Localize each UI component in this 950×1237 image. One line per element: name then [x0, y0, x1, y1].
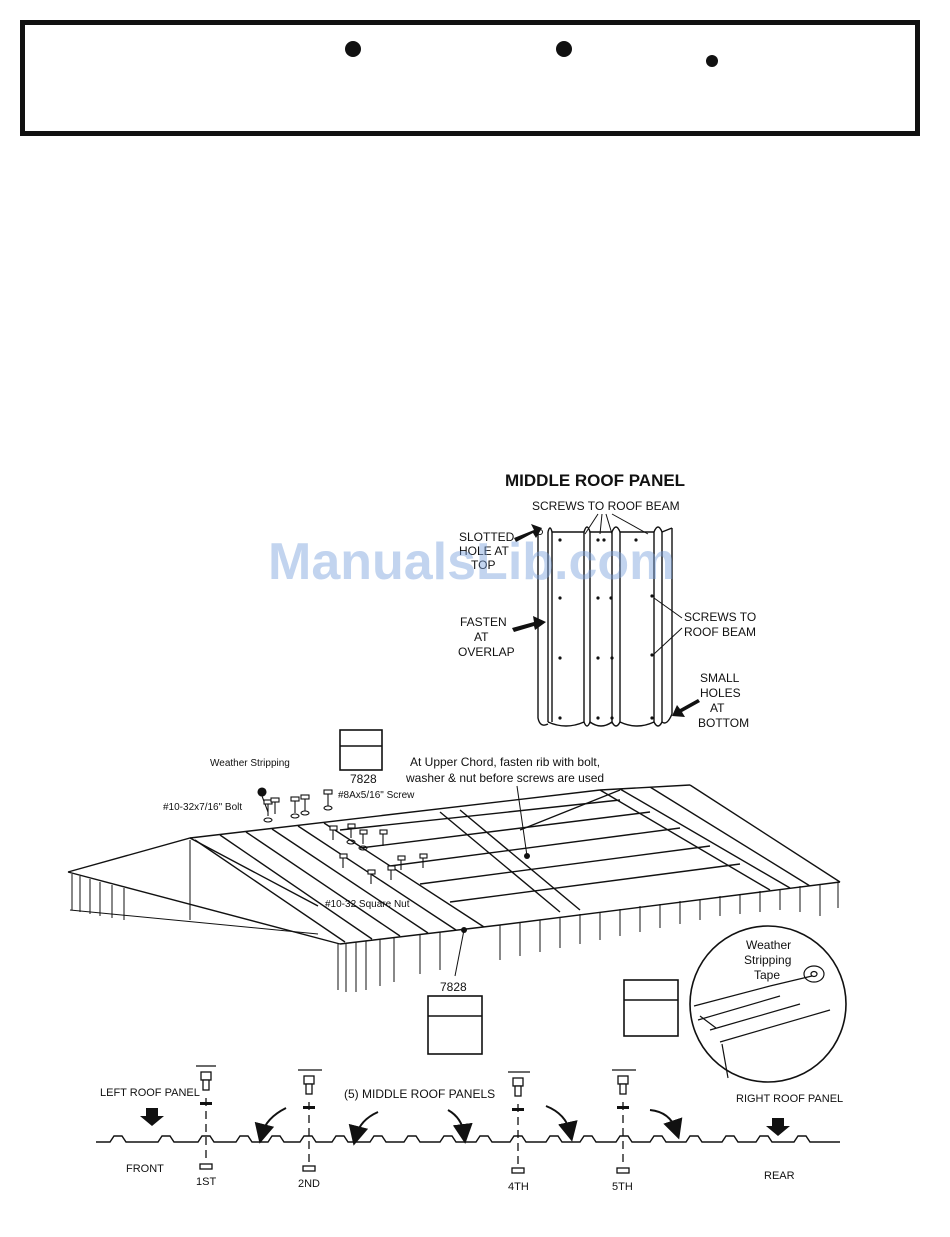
screw-label: #8Ax5/16" Screw — [338, 790, 415, 801]
inset-label: Tape — [754, 968, 780, 982]
part-box — [339, 729, 383, 771]
header-dot — [345, 41, 361, 57]
part-box — [427, 995, 483, 1055]
weather-stripping-inset: Weather Stripping Tape — [689, 925, 847, 1083]
down-arrow-icon — [766, 1126, 790, 1136]
slotted-label: SLOTTED — [459, 530, 515, 544]
square-nut-label: #10-32 Square Nut — [325, 899, 410, 910]
slotted-label: HOLE AT — [459, 544, 509, 558]
inset-label: Stripping — [744, 953, 791, 967]
part-box — [623, 979, 679, 1037]
corrugated-profile — [96, 1135, 840, 1143]
rear-label: REAR — [764, 1170, 795, 1182]
arrow-icon — [672, 699, 700, 717]
header-dot — [556, 41, 572, 57]
slotted-label: TOP — [471, 558, 495, 572]
fasten-label: FASTEN — [460, 615, 507, 629]
bolt-markers — [196, 1065, 636, 1174]
front-label: FRONT — [126, 1163, 164, 1175]
upper-chord-label: washer & nut before screws are used — [405, 771, 604, 785]
position-label: 1ST — [196, 1176, 216, 1188]
position-label: 2ND — [298, 1178, 320, 1190]
building-assembly: 7828 Weather Stripping #10-32x7/16" Bolt… — [67, 729, 841, 1055]
position-label: 4TH — [508, 1181, 529, 1193]
panel-sequence: LEFT ROOF PANEL (5) MIDDLE ROOF PANELS R… — [96, 1065, 843, 1193]
small-holes-label: HOLES — [700, 686, 741, 700]
right-roof-panel-label: RIGHT ROOF PANEL — [736, 1093, 843, 1105]
wall-siding — [69, 840, 839, 992]
header-dot — [706, 55, 718, 67]
screws-top-label: SCREWS TO ROOF BEAM — [532, 499, 680, 513]
screws-side-label: SCREWS TO — [684, 610, 756, 624]
part-number-lower: 7828 — [440, 980, 467, 994]
weather-stripping-label: Weather Stripping — [210, 758, 290, 769]
bolt-label: #10-32x7/16" Bolt — [163, 802, 242, 813]
small-holes-label: BOTTOM — [698, 716, 749, 730]
arrow-icon — [514, 524, 542, 542]
middle-panel-title: MIDDLE ROOF PANEL — [505, 471, 685, 490]
inset-label: Weather — [746, 938, 791, 952]
small-holes-label: AT — [710, 701, 725, 715]
position-label: 5TH — [612, 1181, 633, 1193]
panel-outline — [537, 526, 673, 727]
screw-holes — [537, 529, 654, 720]
middle-panel-detail: MIDDLE ROOF PANEL SCREWS TO ROOF BEAM — [458, 471, 756, 730]
small-holes-label: SMALL — [700, 671, 740, 685]
watermark: ManualsLib.com — [268, 533, 676, 591]
arrow-icon — [512, 616, 546, 632]
down-arrow-icon — [140, 1116, 164, 1126]
header-box — [20, 20, 920, 136]
fasten-label: AT — [474, 630, 489, 644]
screws-side-label: ROOF BEAM — [684, 625, 756, 639]
fastener-cluster — [257, 787, 428, 884]
fasten-label: OVERLAP — [458, 645, 515, 659]
part-number-upper: 7828 — [350, 772, 377, 786]
middle-roof-panels-label: (5) MIDDLE ROOF PANELS — [344, 1087, 495, 1101]
left-roof-panel-label: LEFT ROOF PANEL — [100, 1087, 200, 1099]
upper-chord-label: At Upper Chord, fasten rib with bolt, — [410, 755, 600, 769]
